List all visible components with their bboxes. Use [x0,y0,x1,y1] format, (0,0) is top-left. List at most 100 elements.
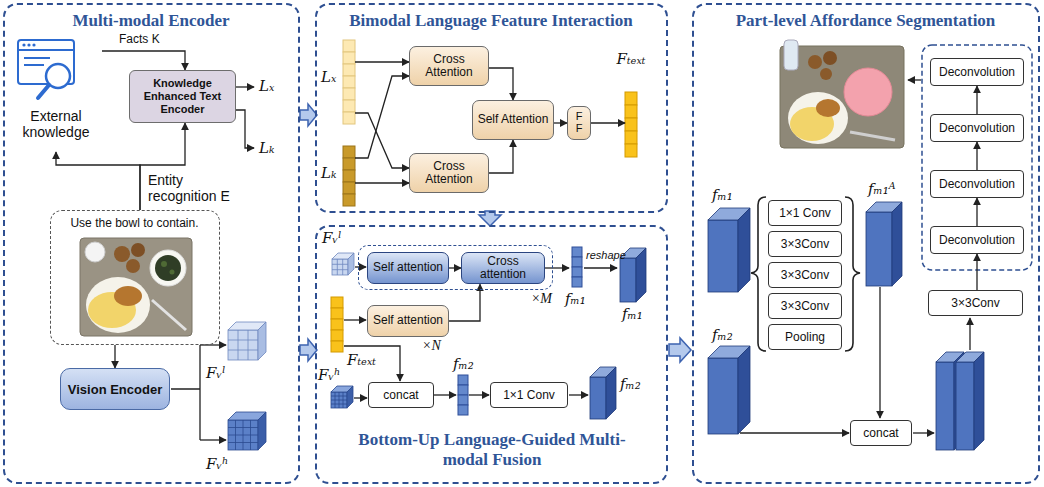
token-squares [625,118,637,131]
connector-arrow [355,76,409,158]
output-photo [780,40,904,148]
output-photo [780,46,904,148]
connector-arrow [355,182,409,183]
symbol-label: ×N [422,338,441,354]
node-label: Fₜₑₓₜ [609,50,653,68]
feature-cube [228,420,258,450]
panel-title: Bottom-Up Language-Guided Multi-modal Fu… [357,430,627,471]
node-label: Cross Attention [414,53,484,79]
brace [751,197,766,351]
token-bar: Lₖ [343,146,355,206]
output-photo [820,68,832,80]
deconv-box: Deconvolution [930,170,1024,198]
output-photo [808,55,822,69]
conv-box: 3×3Conv [768,293,842,319]
flow-arrow [479,211,501,226]
connector-arrow [355,113,409,168]
node-label: Knowledge Enhanced Text Encoder [134,77,231,117]
token-squares [343,76,355,88]
flow-arrow [669,338,691,362]
feature-slab [738,208,750,292]
feature-slab [708,220,738,292]
input-photo [114,286,142,306]
flow-line [913,432,934,433]
node-label: Vision Encoder [68,382,162,397]
connector-arrow [976,86,977,114]
output-arrow [236,86,254,87]
repeat-group: ×MSelf attentionCross attention [358,245,553,290]
node-label: Use the bowl to contain. [51,216,218,230]
token-squares [343,158,355,170]
segmentation-panel: Part-level Affordance SegmentationDeconv… [692,3,1040,484]
input-photo [155,255,181,281]
token-squares [331,297,343,352]
brace [751,197,860,351]
token-squares [343,64,355,76]
token-squares [343,182,355,194]
knowledge-icon [38,85,49,98]
symbol-label: fₘ₂ [453,355,474,373]
concat-box: concat [368,382,434,408]
feature-bracket [171,345,200,440]
flow-line [344,267,617,398]
knowledge-icon [27,43,30,46]
panel-title: Multi-modal Encoder [5,11,297,31]
token-squares [625,144,637,157]
symbol-label: fₘ₁ᴬ [868,180,896,198]
flow-line [740,432,849,433]
flow-line [434,394,456,395]
flow-line [908,79,921,80]
vision-encoder-box: Vision Encoder [60,368,170,410]
knowledge-icon [24,58,50,65]
feature-cube [332,253,354,275]
feature-slab [866,212,892,286]
output-arrow [236,110,254,148]
pooling-box: Pooling [768,324,842,350]
node-label: Lₖ [321,164,341,182]
token-bar: Lₓ [343,40,355,124]
node-label: Self Attention [478,113,549,126]
token-squares [625,131,637,144]
node-label: 1×1 Conv [779,206,831,220]
token-squares [343,40,355,52]
conv-box: 1×1 Conv [490,382,568,408]
node-label: 3×3Conv [781,299,829,313]
flow-line [469,394,489,395]
node-label: 3×3Conv [781,268,829,282]
feature-cube [258,412,266,450]
token-squares [331,330,343,341]
operation-label: reshape [586,249,626,261]
node-label: Self attention [373,314,443,327]
feature-cube [331,392,347,408]
symbol-label: Fᵥˡ [206,364,226,382]
token-squares [572,277,582,287]
input-photo [150,250,186,286]
token-squares [458,385,468,395]
symbol-label: Fₜₑₓₜ [347,351,376,369]
input-photo [152,300,186,330]
feed-forward-box: F F [567,106,591,140]
feature-slab [738,346,750,434]
input-photo [80,238,192,336]
connector-arrow [102,51,185,70]
input-photo [170,270,175,275]
input-box: Use the bowl to contain. [50,210,220,345]
input-photo [161,261,167,267]
token-squares [458,375,468,385]
connector-arrow [355,61,409,62]
node-label: Lₓ [321,68,341,86]
knowledge-icon [32,43,35,46]
token-bar: Fₜₑₓₜ [625,92,637,157]
token-squares [625,92,637,105]
node-label: concat [383,388,418,402]
token-squares [343,170,355,182]
edge-label: Facts K [118,32,190,46]
connector-arrow [976,254,977,290]
deconv-box: Deconvolution [930,114,1024,142]
output-photo [784,40,798,70]
node-label: concat [863,426,898,440]
feature-cube [331,386,353,408]
token-squares [572,267,582,277]
conv-box: 3×3Conv [768,231,842,257]
feature-slab [620,258,636,302]
